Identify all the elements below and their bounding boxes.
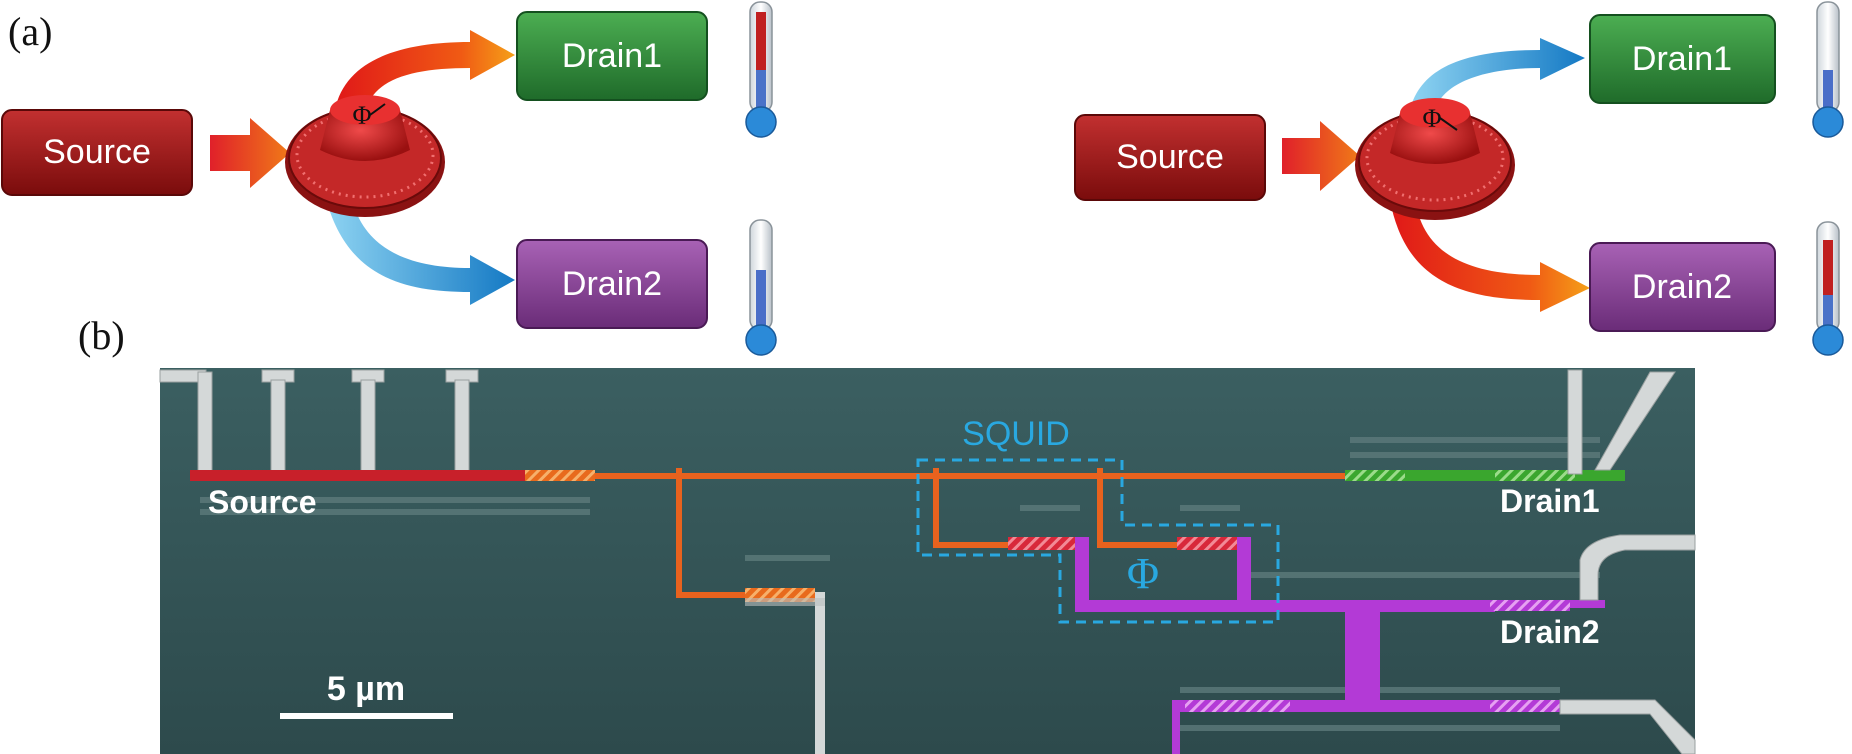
sem-drain1-label: Drain1 — [1500, 483, 1600, 519]
source-lead — [190, 470, 530, 481]
knob-phi-label-right: Φ — [1422, 104, 1441, 133]
right-electrodes — [1559, 369, 1696, 754]
squid-junction-1 — [1008, 537, 1078, 550]
thermometer-hot-icon-right — [1812, 221, 1844, 356]
cold-arrow-to-drain1 — [1410, 38, 1585, 112]
input-arrow-right — [1282, 121, 1360, 191]
substrate-shadows — [200, 437, 1600, 731]
cold-arrow-to-drain2 — [325, 190, 515, 305]
squid-phi-label: Φ — [1127, 549, 1159, 598]
source-junction — [525, 470, 595, 481]
drain1-label-right: Drain1 — [1632, 40, 1732, 78]
gray-lead-bottom — [815, 592, 825, 754]
panel-a-right: Source Φ Drain1 Drain2 — [1074, 1, 1844, 356]
knob-phi-label: Φ — [352, 101, 371, 130]
input-arrow — [210, 118, 290, 188]
hot-arrow-to-drain2 — [1390, 195, 1590, 312]
panel-b-label: (b) — [78, 313, 125, 358]
phi-knob: Φ — [285, 95, 445, 217]
squid-label: SQUID — [962, 415, 1070, 453]
drain1-label: Drain1 — [562, 37, 662, 75]
source-box: Source — [1, 109, 193, 196]
thermometer-hot-icon — [745, 1, 777, 138]
squid-junction-2 — [1177, 537, 1237, 550]
scale-bar-label: 5 µm — [327, 670, 405, 708]
panel-a-left: Source Φ Drain1 Drain2 — [1, 1, 777, 356]
phi-knob-right: Φ — [1355, 98, 1515, 220]
drain1-lead — [1345, 470, 1625, 481]
source-label: Source — [43, 133, 151, 171]
sem-drain2-label: Drain2 — [1500, 614, 1600, 650]
drain2-label: Drain2 — [562, 265, 662, 303]
drain1-junction — [1345, 470, 1405, 481]
source-label-right: Source — [1116, 138, 1224, 176]
drain2-box: Drain2 — [516, 239, 708, 329]
thermometer-cold-icon-right — [1812, 1, 1844, 138]
sem-source-label: Source — [208, 484, 316, 520]
scale-bar: 5 µm — [280, 670, 453, 719]
purple-junction-bottom-2 — [1490, 700, 1560, 712]
hot-arrow-to-drain1 — [335, 30, 515, 115]
thermometer-cold-icon — [745, 219, 777, 356]
drain2-label-right: Drain2 — [1632, 268, 1732, 306]
panel-a-label: (a) — [8, 9, 53, 54]
drain2-junction — [1490, 600, 1570, 611]
drain2-box-right: Drain2 — [1589, 242, 1776, 332]
orange-wires — [595, 468, 1345, 598]
panel-b-sem-image: SQUID Φ Source Drain1 Drain2 5 µm — [159, 368, 1696, 754]
source-box-right: Source — [1074, 114, 1266, 201]
squid-loop-outline — [916, 458, 1280, 624]
drain1-box: Drain1 — [516, 11, 708, 101]
purple-junction-bottom-1 — [1185, 700, 1290, 712]
drain1-box-right: Drain1 — [1589, 14, 1776, 104]
